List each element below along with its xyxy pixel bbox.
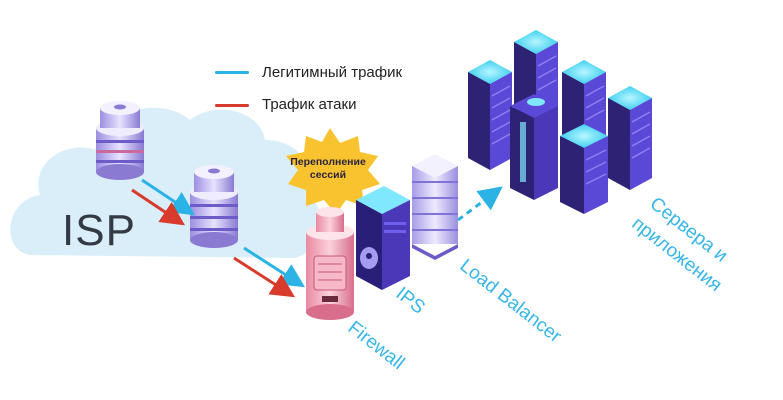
legit-arrow-dashed <box>457 186 503 222</box>
traffic-arrows <box>131 178 503 298</box>
isp-label: ISP <box>62 206 136 255</box>
server-tower-5 <box>510 94 558 200</box>
attack-arrow-1 <box>131 188 185 226</box>
isp-server-1 <box>96 101 144 180</box>
server-tower-4 <box>608 86 652 190</box>
firewall-device <box>306 207 354 320</box>
isp-cloud <box>10 107 322 259</box>
server-cluster <box>468 30 652 214</box>
callout-line-1: Переполнение <box>290 156 366 168</box>
attack-arrow-2 <box>233 256 296 298</box>
load-balancer-device <box>412 154 458 260</box>
callout-line-2: сессий <box>309 169 347 181</box>
isp-server-2 <box>190 165 238 248</box>
session-overflow-text: Переполнение сессий <box>282 156 374 182</box>
legend-attack-label: Трафик атаки <box>262 96 357 113</box>
legend-legit-line <box>215 71 249 74</box>
server-tower-1 <box>468 60 512 170</box>
legend-attack-line <box>215 104 249 107</box>
legend-legit-label: Легитимный трафик <box>262 64 403 81</box>
session-overflow-callout <box>286 128 380 214</box>
server-tower-6 <box>560 124 608 214</box>
ips-device <box>356 186 410 290</box>
